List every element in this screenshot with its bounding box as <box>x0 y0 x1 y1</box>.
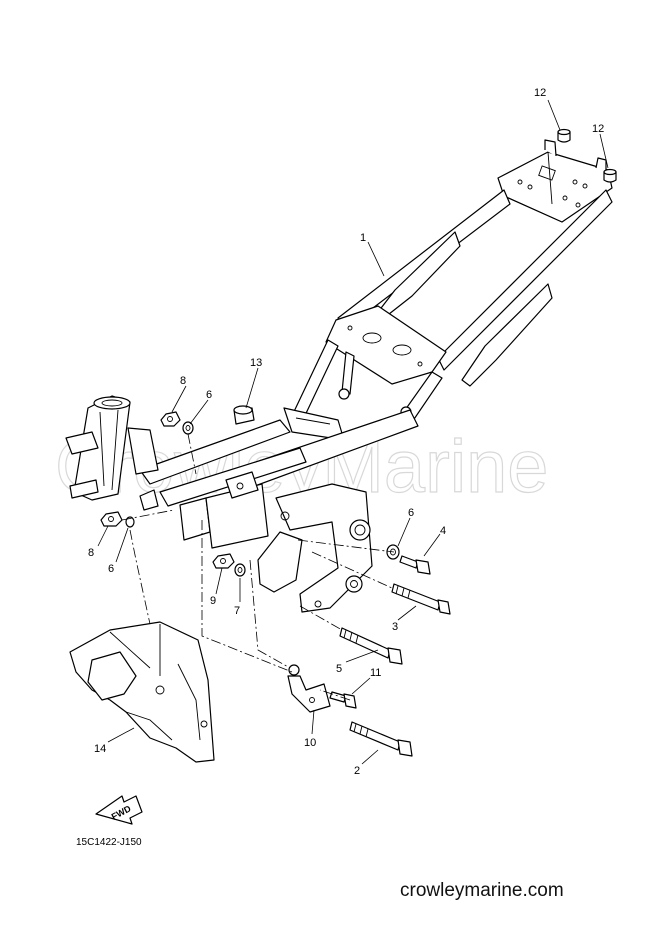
bolt-5 <box>339 627 403 665</box>
fwd-arrow-icon: FWD <box>95 795 143 825</box>
engine-guard-14 <box>69 621 215 763</box>
callout-2: 2 <box>354 765 360 777</box>
bolt-11 <box>329 691 357 709</box>
callout-12b: 12 <box>592 123 604 135</box>
callout-leaders <box>97 99 609 765</box>
callout-3: 3 <box>392 621 398 633</box>
nut-8b <box>100 511 123 527</box>
washer-6a <box>182 421 194 435</box>
callout-8a: 8 <box>180 375 186 387</box>
callout-12a: 12 <box>534 87 546 99</box>
washer-7 <box>234 563 246 577</box>
callout-13: 13 <box>250 357 262 369</box>
callout-6c: 6 <box>408 507 414 519</box>
callout-6b: 6 <box>108 563 114 575</box>
callout-11: 11 <box>370 667 381 679</box>
callout-7: 7 <box>234 605 240 617</box>
callout-1: 1 <box>360 232 366 244</box>
nut-9 <box>212 553 235 569</box>
washer-6b <box>125 516 135 528</box>
callout-9: 9 <box>210 595 216 607</box>
bolt-4 <box>399 555 431 575</box>
assembly-lines <box>121 433 395 701</box>
diagram-code: 15C1422-J150 <box>76 837 142 848</box>
callout-4: 4 <box>440 525 446 537</box>
rubber-cap-12b <box>603 168 617 183</box>
rubber-cap-12a <box>557 128 571 143</box>
bolt-2 <box>349 721 413 757</box>
callout-labels: 1 2 3 4 5 6 6 6 7 8 8 9 10 11 12 12 13 1… <box>88 87 604 777</box>
callout-8b: 8 <box>88 547 94 559</box>
site-footer: crowleymarine.com <box>400 880 564 901</box>
bolt-3 <box>391 583 451 615</box>
damper-13 <box>233 405 255 425</box>
main-frame <box>65 139 613 613</box>
callout-5: 5 <box>336 663 342 675</box>
callout-10: 10 <box>304 737 316 749</box>
callout-14: 14 <box>94 743 106 755</box>
bracket-10 <box>287 664 331 713</box>
nut-8a <box>160 411 181 427</box>
callout-6a: 6 <box>206 389 212 401</box>
